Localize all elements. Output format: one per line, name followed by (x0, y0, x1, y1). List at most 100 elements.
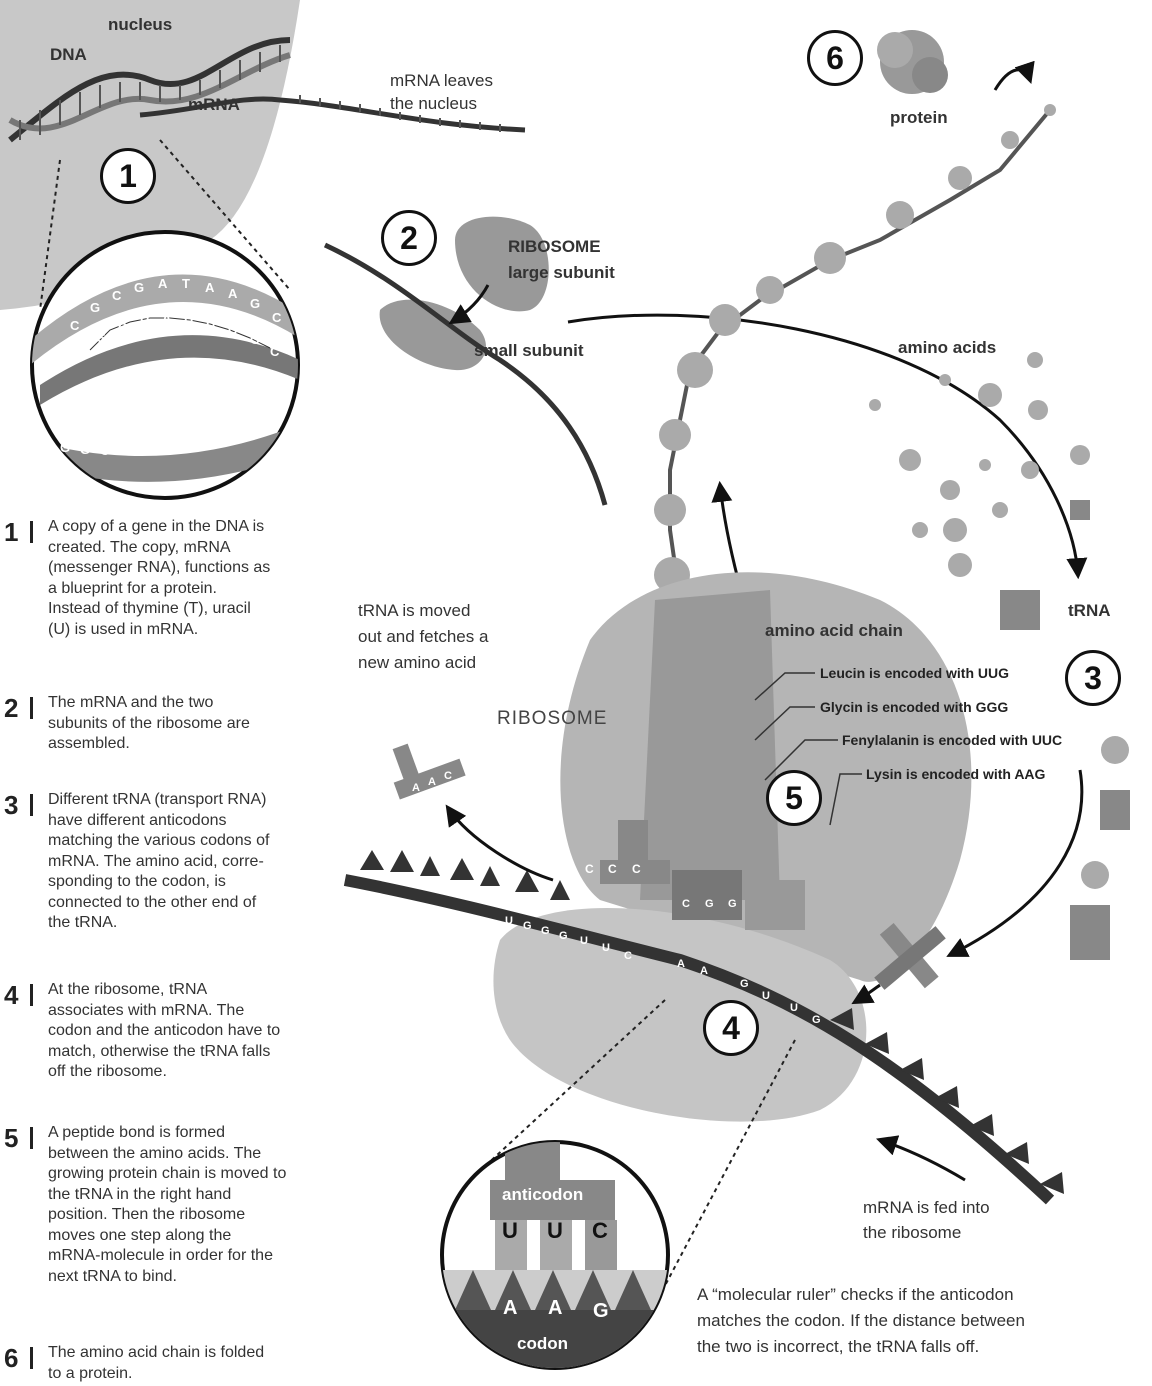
dna-base-letter: T (175, 437, 183, 452)
step-text: Different tRNA (transport RNA)have diffe… (48, 790, 348, 934)
trna-exit-letter: A (428, 776, 436, 788)
codon-letter: A (548, 1297, 562, 1320)
mrna-base-letter: C (228, 322, 237, 337)
mrna-base: G (812, 1014, 821, 1026)
step-number: 1 (4, 517, 26, 548)
step-line: matching the various codons of (48, 831, 348, 852)
mrna-base: C (624, 950, 632, 962)
step-line: mRNA. The amino acid, corre- (48, 852, 348, 873)
step-line: position. Then the ribosome (48, 1205, 348, 1226)
dna-base-letter: A (200, 430, 209, 445)
step-line: subunits of the ribosome are (48, 714, 348, 735)
dna-base-letter: G (250, 296, 260, 311)
step-bar (30, 1127, 33, 1149)
mrna-base: G (559, 930, 568, 942)
step-line: connected to the other end of (48, 893, 348, 914)
step-line: off the ribosome. (48, 1062, 348, 1083)
mrna-base: U (580, 935, 588, 947)
step-number: 3 (4, 790, 26, 821)
step-line: Instead of thymine (T), uracil (48, 599, 348, 620)
step-bar (30, 697, 33, 719)
mrna-base: U (505, 915, 513, 927)
step-bar (30, 1347, 33, 1369)
step-line: (U) is used in mRNA. (48, 620, 348, 641)
anticodon-letter: U (502, 1218, 518, 1244)
mrna-base-letter: A (162, 311, 171, 326)
dna-base-letter: C (100, 443, 109, 458)
trna-exit-letter: C (444, 770, 452, 782)
trna-exit-letter: A (412, 782, 420, 794)
dna-base-letter: G (134, 280, 144, 295)
step-line: match, otherwise the tRNA falls (48, 1042, 348, 1063)
mrna-base-letter: C (270, 344, 279, 359)
trna-e-letter: G (705, 898, 714, 910)
step-line: have different anticodons (48, 811, 348, 832)
step-line: a blueprint for a protein. (48, 579, 348, 600)
trna-p-letter: C (632, 862, 641, 876)
anticodon-letter: C (592, 1218, 608, 1244)
mrna-base-letter: C (118, 320, 127, 335)
trna-e-letter: C (682, 898, 690, 910)
step-line: moves one step along the (48, 1226, 348, 1247)
step-text: The amino acid chain is foldedto a prote… (48, 1343, 348, 1384)
mrna-base-letter: C (75, 345, 84, 360)
step-bar (30, 521, 33, 543)
mrna-base: U (602, 942, 610, 954)
step-line: assembled. (48, 734, 348, 755)
step-number: 2 (4, 693, 26, 724)
step-line: codon and the anticodon have to (48, 1021, 348, 1042)
mrna-base: U (762, 990, 770, 1002)
step-line: to a protein. (48, 1364, 348, 1385)
trna-p-letter: C (608, 862, 617, 876)
step-bar (30, 984, 33, 1006)
codon-letter: A (503, 1297, 517, 1320)
step-line: A copy of a gene in the DNA is (48, 517, 348, 538)
step-line: sponding to the codon, is (48, 872, 348, 893)
step-line: (messenger RNA), functions as (48, 558, 348, 579)
step-line: associates with mRNA. The (48, 1001, 348, 1022)
step-line: between the amino acids. The (48, 1144, 348, 1165)
dna-base-letter: C (70, 318, 79, 333)
codon-letter: G (593, 1300, 609, 1323)
step-number: 4 (4, 980, 26, 1011)
mrna-base-letter: C (250, 332, 259, 347)
trna-e-letter: G (728, 898, 737, 910)
dna-base-letter: A (205, 280, 214, 295)
step-line: At the ribosome, tRNA (48, 980, 348, 1001)
step-bar (30, 794, 33, 816)
dna-base-letter: G (80, 442, 90, 457)
mrna-base: G (740, 978, 749, 990)
step-line: created. The copy, mRNA (48, 538, 348, 559)
step-line: A peptide bond is formed (48, 1123, 348, 1144)
mrna-base-letter: U (206, 316, 215, 331)
step-line: next tRNA to bind. (48, 1267, 348, 1288)
mrna-base-letter: G (96, 330, 106, 345)
anticodon-letter: U (547, 1218, 563, 1244)
dna-base-letter: T (182, 276, 190, 291)
mrna-base-letter: U (184, 312, 193, 327)
mrna-base: A (677, 958, 685, 970)
dna-base-letter: G (60, 440, 70, 455)
step-line: mRNA-molecule in order for the (48, 1246, 348, 1267)
dna-base-letter: C (150, 441, 159, 456)
mrna-base: G (541, 925, 550, 937)
dna-base-letter: C (264, 395, 273, 410)
step-line: The amino acid chain is folded (48, 1343, 348, 1364)
dna-base-letter: T (222, 420, 230, 435)
step-number: 6 (4, 1343, 26, 1374)
dna-base-letter: A (158, 276, 167, 291)
mrna-base-letter: U (140, 314, 149, 329)
trna-p-letter: C (585, 862, 594, 876)
step-number: 5 (4, 1123, 26, 1154)
dna-base-letter: G (90, 300, 100, 315)
step-line: growing protein chain is moved to (48, 1164, 348, 1185)
step-line: The mRNA and the two (48, 693, 348, 714)
dna-base-letter: C (112, 288, 121, 303)
step-line: Different tRNA (transport RNA) (48, 790, 348, 811)
mrna-base: U (790, 1002, 798, 1014)
dna-base-letter: T (244, 408, 252, 423)
